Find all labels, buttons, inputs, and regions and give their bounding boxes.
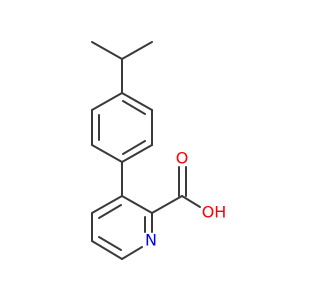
- hydroxyl-label: OH: [202, 203, 227, 222]
- bond-c-oh: [181, 195, 201, 208]
- isopropyl-group: [91, 41, 153, 94]
- benzene-double-1: [122, 100, 146, 115]
- bond-methyl-left: [91, 41, 123, 60]
- benzene-ring: [91, 92, 153, 163]
- pyridine-ring: [91, 195, 153, 260]
- pyridine-bond-c4-c3: [91, 195, 123, 214]
- pyridine-double-1: [98, 204, 122, 219]
- benzene-bond-3: [121, 144, 153, 163]
- pyridine-bond-c6-c5: [91, 240, 123, 260]
- benzene-double-2: [122, 140, 146, 155]
- pyridine-bond-n-c6: [121, 246, 143, 260]
- benzene-bond-6: [91, 92, 123, 111]
- carboxylic-acid-group: [151, 166, 201, 214]
- pyridine-nitrogen-label: N: [145, 231, 157, 250]
- pyridine-bond-c3-c2: [121, 195, 153, 214]
- benzene-bond-1: [121, 92, 153, 111]
- carbonyl-oxygen-label: O: [176, 149, 189, 168]
- benzene-bond-4: [91, 144, 123, 163]
- bond-methyl-right: [121, 41, 153, 60]
- pyridine-double-2: [98, 236, 122, 251]
- bond-ring-carboxyl: [151, 195, 183, 214]
- structure-diagram: O OH N: [91, 41, 227, 260]
